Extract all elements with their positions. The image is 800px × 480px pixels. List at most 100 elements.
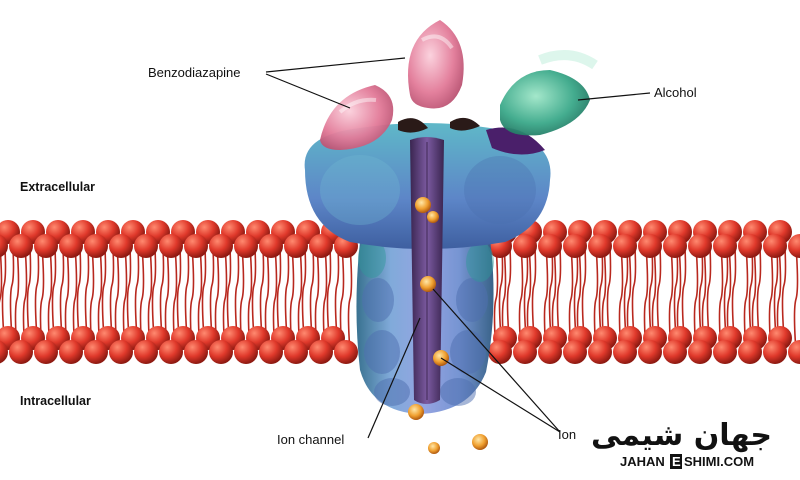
logo-url-right: SHIMI.COM [684, 454, 754, 469]
lipid-tail [743, 245, 749, 353]
ions [408, 197, 488, 454]
lipid-head [488, 340, 512, 364]
ion-particle [420, 276, 436, 292]
leader-lines [265, 57, 651, 439]
lipid-head [309, 234, 333, 258]
lipid-tail [506, 231, 512, 339]
lipid-head [588, 340, 612, 364]
lipid-head [59, 340, 83, 364]
lipid-tail [706, 231, 712, 339]
lipid-tail [768, 245, 774, 353]
lipid-head [234, 234, 258, 258]
lipid-tail [1, 231, 7, 339]
lipid-tail [581, 231, 587, 339]
lipid-tail [793, 245, 799, 353]
lipid-bilayer [0, 220, 800, 364]
ion-particle [472, 434, 488, 450]
lipid-head [209, 340, 233, 364]
lipid-tail [556, 231, 562, 339]
lipid-tail [97, 245, 103, 353]
lipid-head [159, 234, 183, 258]
lipid-head [738, 340, 762, 364]
lipid-head [309, 340, 333, 364]
lipid-head [788, 234, 800, 258]
lipid-tail [72, 245, 78, 353]
lipid-head [713, 234, 737, 258]
lipid-tail [151, 231, 157, 339]
lipid-head [109, 340, 133, 364]
lipid-tail [247, 245, 253, 353]
lipid-head [184, 234, 208, 258]
lipid-tail [276, 231, 282, 339]
lipid-tail [172, 245, 178, 353]
logo: جهان شیمی JAHAN E SHIMI.COM [591, 418, 772, 469]
lipid-tail [0, 245, 3, 352]
lipid-tail [681, 231, 687, 339]
lipid-head [184, 340, 208, 364]
logo-url-mid: E [672, 454, 681, 469]
lipid-tail [326, 231, 332, 339]
lipid-head [134, 234, 158, 258]
lipid-head [588, 234, 612, 258]
lipid-head [688, 234, 712, 258]
lipid-tail [543, 245, 549, 353]
label-benzodiazepine: Benzodiazapine [148, 65, 241, 80]
lipid-head [259, 234, 283, 258]
lipid-head [209, 234, 233, 258]
lipid-head [688, 340, 712, 364]
lipid-tail [101, 231, 107, 339]
lipid-head [663, 340, 687, 364]
lipid-head [234, 340, 258, 364]
lipid-head [109, 234, 133, 258]
lipid-head [788, 340, 800, 364]
lipid-head [513, 340, 537, 364]
label-intracellular: Intracellular [20, 394, 91, 408]
lipid-tail [593, 245, 599, 353]
alcohol-molecule [500, 50, 598, 136]
lipid-head [663, 234, 687, 258]
lipid-tail [51, 231, 57, 339]
ion-particle [415, 197, 431, 213]
lipid-tail [656, 231, 662, 339]
logo-persian-text: جهان شیمی [591, 418, 772, 453]
lipid-tail [668, 245, 674, 353]
lipid-head [9, 234, 33, 258]
lipid-head [513, 234, 537, 258]
lipid-head [9, 340, 33, 364]
lipid-head [134, 340, 158, 364]
lipid-tail [76, 231, 82, 339]
lipid-tail [718, 245, 724, 353]
lipid-head [538, 234, 562, 258]
lipid-tail [297, 245, 303, 353]
lipid-tail [47, 245, 53, 353]
lipid-tail [606, 231, 612, 339]
lipid-head [763, 234, 787, 258]
lipid-tail [781, 231, 787, 339]
lipid-head [159, 340, 183, 364]
lipid-head [563, 340, 587, 364]
ion-channel-protein [304, 117, 551, 414]
lipid-head [259, 340, 283, 364]
lipid-head [613, 340, 637, 364]
lipid-tail [756, 231, 762, 339]
lipid-tail [176, 231, 182, 339]
lipid-tail [322, 245, 328, 353]
lipid-tail [731, 231, 737, 339]
lipid-head [284, 234, 308, 258]
lipid-head [763, 340, 787, 364]
lipid-tail [226, 231, 232, 339]
lipid-head [0, 340, 8, 364]
logo-url-left: JAHAN [620, 454, 665, 469]
lipid-tail [251, 231, 257, 339]
logo-url-mark [670, 454, 682, 469]
lipid-tail [197, 245, 203, 353]
lipid-tail [222, 245, 228, 353]
lipid-tail [493, 245, 499, 353]
label-ion-channel: Ion channel [277, 432, 344, 447]
lipid-head [334, 340, 358, 364]
lipid-tail [301, 231, 307, 339]
label-alcohol: Alcohol [654, 85, 697, 100]
lipid-head [738, 234, 762, 258]
